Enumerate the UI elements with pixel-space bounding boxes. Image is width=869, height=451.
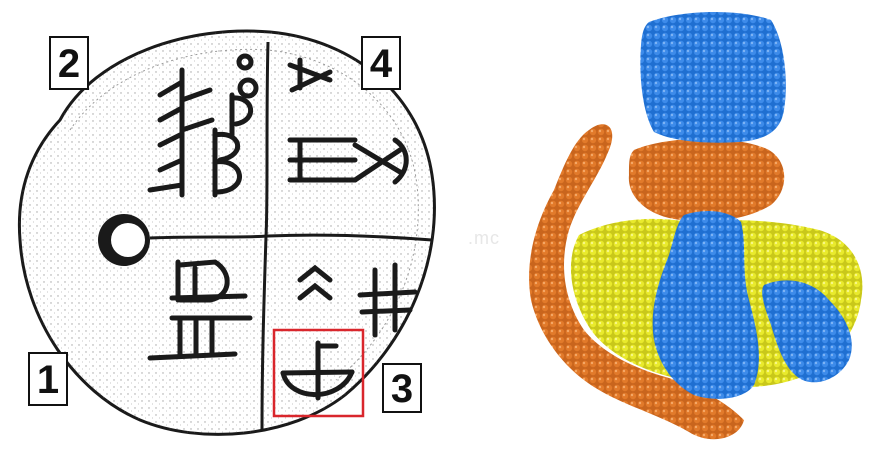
- label-4: 4: [361, 36, 401, 90]
- label-2: 2: [49, 36, 89, 90]
- label-1: 1: [28, 352, 68, 406]
- watermark-text: .mc: [468, 228, 500, 249]
- blue-subunit-top: [640, 12, 786, 143]
- orange-subunit-middle: [629, 139, 784, 222]
- label-3: 3: [382, 363, 422, 413]
- protein-complex-model: [509, 0, 869, 451]
- tablet-hole: [98, 214, 150, 266]
